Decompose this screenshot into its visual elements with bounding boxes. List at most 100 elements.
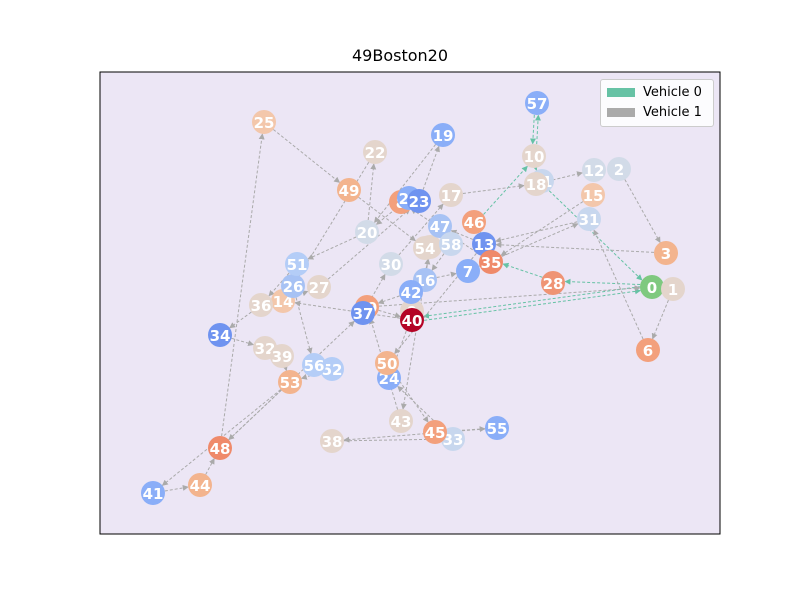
route-edge-v1-22-26 [298,161,370,277]
node-label-50: 50 [377,355,398,373]
node-label-36: 36 [251,297,272,315]
node-15: 15 [581,183,605,207]
node-circle-0 [640,275,664,299]
route-edge-v1-55-38 [343,428,486,443]
node-label-0: 0 [647,279,657,297]
node-35: 35 [479,250,503,274]
node-0: 0 [640,275,664,299]
node-circle-49 [337,178,361,202]
node-label-51: 51 [287,256,308,274]
node-label-35: 35 [481,254,502,272]
node-circle-19 [431,123,455,147]
node-circle-12 [582,158,606,182]
route-edge-v1-29-40 [378,309,402,319]
node-label-41: 41 [143,485,164,503]
route-edge-v1-40-14 [294,300,401,319]
node-circle-42 [399,280,423,304]
node-label-43: 43 [391,413,412,431]
node-circle-48 [208,436,232,460]
node-label-27: 27 [309,279,330,297]
node-28: 28 [541,271,565,295]
node-circle-58 [439,232,463,256]
node-label-13: 13 [474,236,495,254]
route-edge-v1-23-19 [422,145,440,190]
node-label-33: 33 [443,431,464,449]
route-edge-v1-20-22 [367,163,377,221]
route-edge-v1-19-20 [374,144,436,224]
node-label-47: 47 [430,218,451,236]
node-47: 47 [428,214,452,238]
route-edge-v1-39-53 [282,364,288,372]
legend-item-vehicle-0: Vehicle 0 [607,83,702,101]
node-circle-56 [302,353,326,377]
legend-label-vehicle-0: Vehicle 0 [643,84,702,100]
node-circle-45 [423,420,447,444]
node-label-34: 34 [210,327,231,345]
node-circle-51 [285,252,309,276]
node-circle-50 [375,351,399,375]
node-circle-26 [281,274,305,298]
node-56: 56 [302,353,326,377]
route-edge-v1-42-29 [377,295,400,305]
node-label-15: 15 [583,187,604,205]
route-edge-v1-58-16 [431,253,445,271]
node-label-49: 49 [339,182,360,200]
node-label-20: 20 [357,224,378,242]
node-label-18: 18 [526,176,547,194]
node-label-45: 45 [425,424,446,442]
node-2: 2 [607,157,631,181]
node-label-10: 10 [524,148,545,166]
node-circle-31 [577,207,601,231]
node-circle-47 [428,214,452,238]
node-circle-30 [379,252,403,276]
route-edge-v1-20-51 [307,236,357,260]
route-edge-v0-40-0 [424,288,641,321]
node-label-48: 48 [210,440,231,458]
node-7: 7 [456,259,480,283]
route-edge-v1-15-35 [500,201,584,256]
node-label-1: 1 [668,281,678,299]
node-circle-46 [462,210,486,234]
node-circle-33 [441,427,465,451]
node-25: 25 [252,110,276,134]
node-label-2: 2 [614,161,624,179]
node-label-38: 38 [322,433,343,451]
node-label-40: 40 [402,312,423,330]
node-circle-7 [456,259,480,283]
node-34: 34 [208,323,232,347]
node-circle-18 [524,172,548,196]
node-label-26: 26 [283,278,304,296]
node-circle-57 [525,91,549,115]
node-label-22: 22 [365,144,386,162]
legend-swatch-vehicle-0 [607,87,635,97]
node-label-37: 37 [353,305,374,323]
route-edge-v1-30-17 [398,203,444,256]
node-50: 50 [375,351,399,375]
node-circle-40 [400,308,424,332]
route-edge-v1-25-49 [273,129,341,183]
node-circle-27 [307,275,331,299]
node-46: 46 [462,210,486,234]
node-circle-38 [320,429,344,453]
node-30: 30 [379,252,403,276]
node-circle-52 [320,357,344,381]
node-label-58: 58 [441,236,462,254]
node-51: 51 [285,252,309,276]
route-edge-v1-44-48 [205,458,215,475]
legend-item-vehicle-1: Vehicle 1 [607,103,702,121]
node-49: 49 [337,178,361,202]
node-23: 23 [407,189,431,213]
route-edge-v1-36-34 [229,311,252,329]
node-label-57: 57 [527,95,548,113]
node-36: 36 [249,293,273,317]
route-edge-v0-46-10 [483,165,528,215]
route-edge-v1-1-6 [651,299,669,340]
node-circle-39 [270,344,294,368]
node-circle-44 [188,473,212,497]
legend-label-vehicle-1: Vehicle 1 [643,104,702,120]
node-circle-36 [249,293,273,317]
node-circle-3 [654,241,678,265]
node-48: 48 [208,436,232,460]
route-edge-v1-41-44 [164,484,189,492]
route-edge-v1-53-48 [228,389,282,441]
